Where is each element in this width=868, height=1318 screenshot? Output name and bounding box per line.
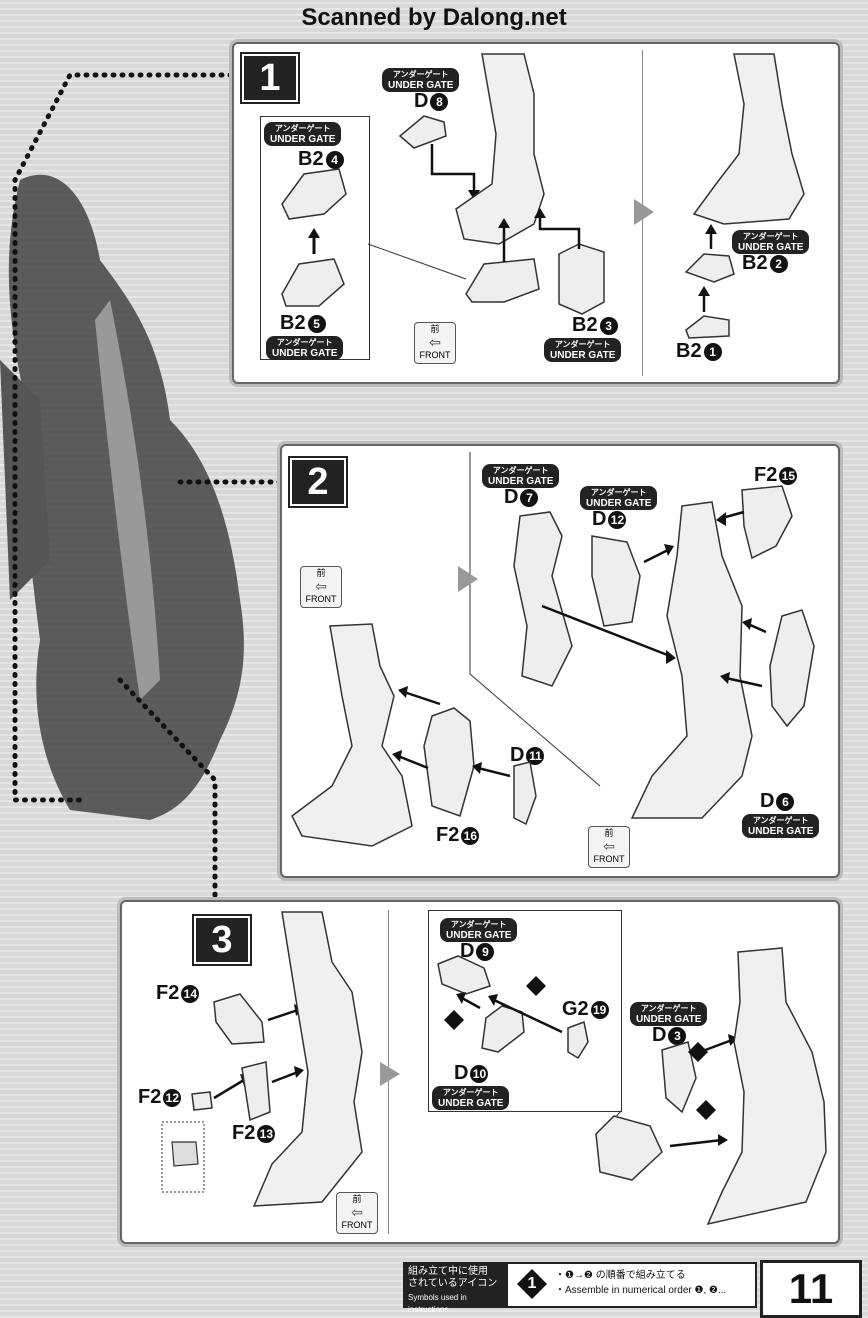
step2-number: 2 [288, 456, 348, 508]
front-indicator-3: 前⇦FRONT [336, 1192, 378, 1234]
step2-drawings [291, 452, 815, 847]
symbol-icon-number: 1 [527, 1275, 537, 1292]
detail-box [161, 1121, 205, 1193]
symbol-legend: 組み立て中に使用 されているアイコン Symbols used in instr… [403, 1262, 757, 1314]
page-number: 11 [760, 1260, 862, 1318]
step-arrow-2 [458, 566, 478, 592]
front-indicator-1: 前⇦FRONT [414, 322, 456, 364]
step3-number: 3 [192, 914, 252, 966]
step-arrow-1 [634, 199, 654, 225]
step3-drawings [161, 911, 827, 1226]
inset-box-3 [428, 910, 622, 1112]
scan-credit: Scanned by Dalong.net [301, 4, 567, 31]
symbol-description: ・❶→❷ の順番で組み立てる ・Assemble in numerical or… [555, 1270, 727, 1296]
front-indicator-2a: 前⇦FRONT [300, 566, 342, 608]
symbol-legend-label: 組み立て中に使用 されているアイコン Symbols used in instr… [405, 1264, 508, 1314]
order-diamond-2 [526, 976, 546, 996]
order-diamond-1 [444, 1010, 464, 1030]
front-indicator-2b: 前⇦FRONT [588, 826, 630, 868]
step1-drawings [281, 53, 805, 339]
step-arrow-3 [380, 1062, 400, 1086]
numbered-diamond-icon [517, 1269, 547, 1299]
step1-number: 1 [240, 52, 300, 104]
scan-credit-header: Scanned by Dalong.net [0, 0, 868, 36]
